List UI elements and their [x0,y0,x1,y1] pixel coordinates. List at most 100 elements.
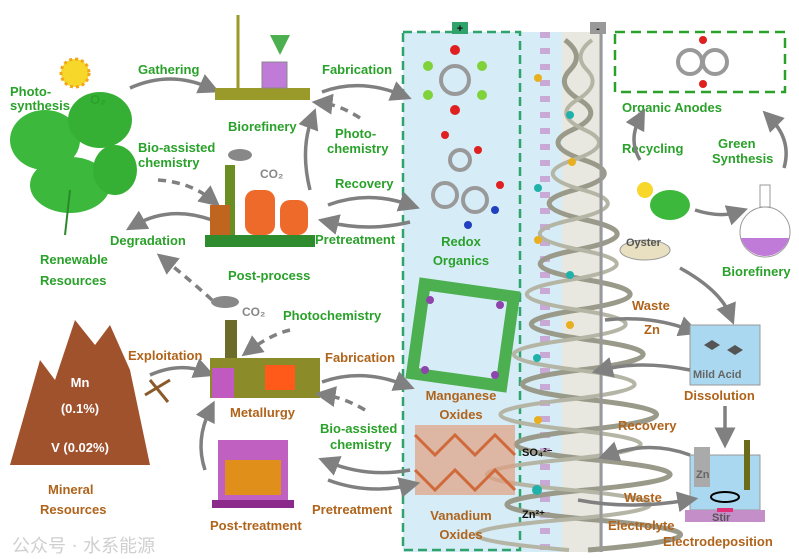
photochemistry-label-bottom: Photochemistry [283,308,382,323]
degradation-label: Degradation [110,233,186,248]
redox-organics-label-1: Redox [441,234,482,249]
manganese-oxide-structure [405,277,521,393]
electrolyte-label: Electrolyte [608,518,674,533]
co2-label-top: CO₂ [260,167,283,181]
vanadium-oxides-label-2: Oxides [439,527,482,542]
mn-label: Mn [71,375,90,390]
oyster-label: Oyster [626,237,662,249]
waste-label-top: Waste [632,298,670,313]
electrodeposition-label: Electrodeposition [663,534,773,549]
mountain-icon [10,320,150,465]
degradation-arrow [125,210,213,231]
metallurgy-label: Metallurgy [230,405,296,420]
recovery-arrow-top [327,191,420,212]
ion-markers [532,74,576,495]
exploitation-arrow [149,358,215,378]
fabrication-label-bottom: Fabrication [325,350,395,365]
pretreatment-label-bottom: Pretreatment [312,502,393,517]
mild-acid-beaker-icon [689,324,761,386]
to-flask-arrow [694,205,748,226]
post-treatment-vessel-icon [212,440,294,508]
organic-anode-molecule [676,36,729,88]
pretreatment-label-top: Pretreatment [315,232,396,247]
biorefinery-label: Biorefinery [228,119,297,134]
pickaxe-icon [144,378,171,403]
recovery-label-right: Recovery [618,418,677,433]
gathering-label: Gathering [138,62,199,77]
o2-label: O₂ [90,92,106,107]
zn-anode-mesh [474,32,683,553]
bio-assisted-arrow-bottom [314,386,366,412]
organic-anode-box [613,30,787,94]
mineral-resources-label-2: Resources [40,502,106,517]
fabrication-arrow-top [321,81,412,101]
gathering-arrow [129,74,220,94]
photosynthesis-label-1: Photo- [10,84,51,99]
bio-assisted-label-1: Bio-assisted [138,140,215,155]
zn-electrode-label: Zn [696,469,710,481]
manganese-oxides-label-1: Manganese [426,388,497,403]
mild-acid-label: Mild Acid [693,369,741,381]
plant-icon [10,92,137,236]
pretreatment-arrow-bottom [327,477,421,498]
photosynthesis-label-2: synthesis [10,98,70,113]
factory-icon [205,149,315,247]
positive-terminal [452,22,468,34]
bio-assisted-arrow [157,178,221,207]
photochemistry-label-top-1: Photo- [335,126,376,141]
fabrication-arrow-bottom [321,371,415,391]
renewable-resources-label-2: Resources [40,273,106,288]
vanadium-oxides-label-1: Vanadium [430,508,491,523]
mn-percent-label: (0.1%) [61,401,99,416]
pretreatment-arrow-top [317,214,411,235]
recovery-arrow-right [598,441,691,462]
vanadium-oxide-structure [413,425,517,495]
redox-organic-molecules [423,45,504,229]
v-label: V (0.02%) [51,440,109,455]
zn-label-waste: Zn [644,322,660,337]
renewable-resources-label-1: Renewable [40,252,108,267]
minus-label: - [596,23,600,35]
dissolution-label: Dissolution [684,388,755,403]
watermark: 公众号 · 水系能源 [12,536,155,557]
organic-anodes-label: Organic Anodes [622,100,722,115]
post-process-label: Post-process [228,268,310,283]
negative-terminal [590,22,606,34]
recycling-arrow [625,108,646,161]
redox-organics-label-2: Organics [433,253,489,268]
mineral-resources-label-1: Mineral [48,482,94,497]
plus-label: + [457,23,463,35]
green-synthesis-label-2: Synthesis [712,151,773,166]
biorefinery-stand-icon [215,15,310,100]
sun-icon [59,57,91,89]
oyster-to-acid-arrow [679,266,736,325]
plant-oyster-icon [619,182,690,261]
metallurgy-furnace-icon [210,296,320,398]
sulfate-label: SO₄²⁻ [522,447,553,459]
fabrication-label-top: Fabrication [322,62,392,77]
post-treatment-label: Post-treatment [210,518,302,533]
recycling-label: Recycling [622,141,683,156]
photochemistry-label-top-2: chemistry [327,141,389,156]
waste-label-bottom: Waste [624,490,662,505]
bio-assisted-bottom-label-2: chemistry [330,437,392,452]
post-treatment-arrow [195,400,215,471]
bio-assisted-label-2: chemistry [138,155,200,170]
biorefinery-right-label: Biorefinery [722,264,791,279]
co2-label-bottom: CO₂ [242,305,265,319]
recovery-label-top: Recovery [335,176,394,191]
bio-assisted-bottom-label-1: Bio-assisted [320,421,397,436]
green-synthesis-arrow [762,110,788,169]
photochemistry-arrow-bottom [241,328,291,357]
stir-label: Stir [712,512,731,524]
exploitation-label: Exploitation [128,348,202,363]
zinc-ion-label: Zn²⁺ [522,509,545,521]
photochemistry-arrow-top [311,93,361,120]
flask-icon [739,184,791,258]
upgrade-arrow [298,108,319,191]
recovery-arrow-bottom [318,456,411,476]
waste-electrolyte-arrow [577,491,699,513]
acid-return-arrow [591,357,691,378]
